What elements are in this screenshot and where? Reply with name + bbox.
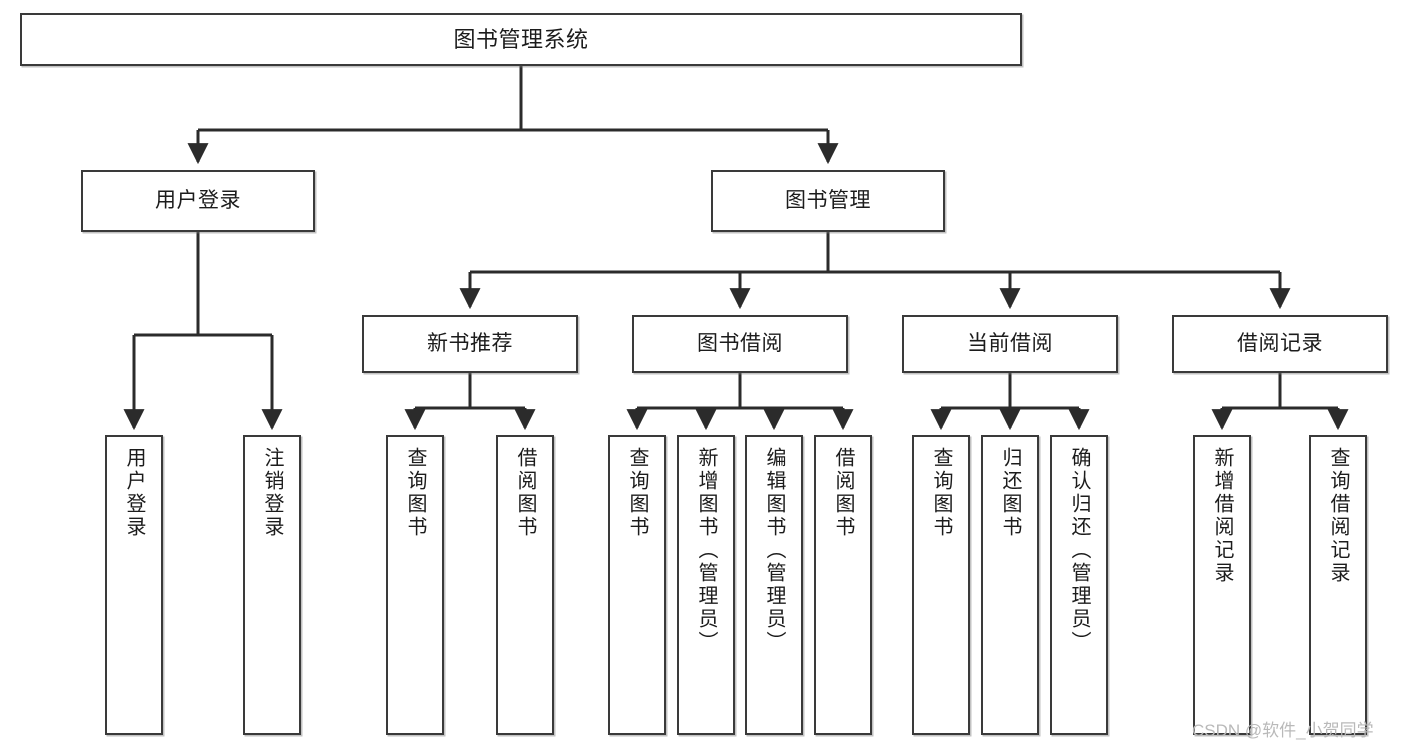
node-label: 图书管理系统 (453, 26, 589, 52)
leaf-edit-book[interactable]: 编辑图书（管理员） (745, 435, 803, 735)
node-label: 确认归还（管理员） (1068, 447, 1090, 654)
node-label: 编辑图书（管理员） (763, 447, 785, 654)
node-root-system[interactable]: 图书管理系统 (20, 13, 1022, 66)
node-user-login[interactable]: 用户登录 (81, 170, 315, 232)
leaf-logout[interactable]: 注销登录 (243, 435, 301, 735)
node-label: 查询图书 (930, 447, 952, 539)
node-current-borrow[interactable]: 当前借阅 (902, 315, 1118, 373)
node-label: 图书管理 (785, 188, 871, 212)
leaf-return-book[interactable]: 归还图书 (981, 435, 1039, 735)
leaf-confirm-return[interactable]: 确认归还（管理员） (1050, 435, 1108, 735)
node-label: 归还图书 (999, 447, 1021, 539)
node-label: 借阅图书 (514, 447, 536, 539)
leaf-borrow-book[interactable]: 借阅图书 (814, 435, 872, 735)
leaf-query-book-borrow[interactable]: 查询图书 (608, 435, 666, 735)
leaf-query-borrow-record[interactable]: 查询借阅记录 (1309, 435, 1367, 735)
node-label: 当前借阅 (967, 331, 1053, 355)
node-label: 用户登录 (155, 188, 241, 212)
node-label: 借阅记录 (1237, 331, 1323, 355)
leaf-add-book[interactable]: 新增图书（管理员） (677, 435, 735, 735)
node-label: 查询图书 (404, 447, 426, 539)
node-label: 注销登录 (261, 447, 283, 539)
node-label: 新书推荐 (427, 331, 513, 355)
node-borrow-record[interactable]: 借阅记录 (1172, 315, 1388, 373)
node-new-book-recommend[interactable]: 新书推荐 (362, 315, 578, 373)
node-label: 用户登录 (123, 447, 145, 539)
node-label: 查询图书 (626, 447, 648, 539)
node-label: 新增图书（管理员） (695, 447, 717, 654)
leaf-borrow-book-recommend[interactable]: 借阅图书 (496, 435, 554, 735)
leaf-query-book-current[interactable]: 查询图书 (912, 435, 970, 735)
node-book-management[interactable]: 图书管理 (711, 170, 945, 232)
leaf-user-login[interactable]: 用户登录 (105, 435, 163, 735)
node-label: 查询借阅记录 (1327, 447, 1349, 585)
leaf-query-book-recommend[interactable]: 查询图书 (386, 435, 444, 735)
leaf-add-borrow-record[interactable]: 新增借阅记录 (1193, 435, 1251, 735)
node-label: 借阅图书 (832, 447, 854, 539)
node-label: 图书借阅 (697, 331, 783, 355)
node-book-borrow[interactable]: 图书借阅 (632, 315, 848, 373)
node-label: 新增借阅记录 (1211, 447, 1233, 585)
